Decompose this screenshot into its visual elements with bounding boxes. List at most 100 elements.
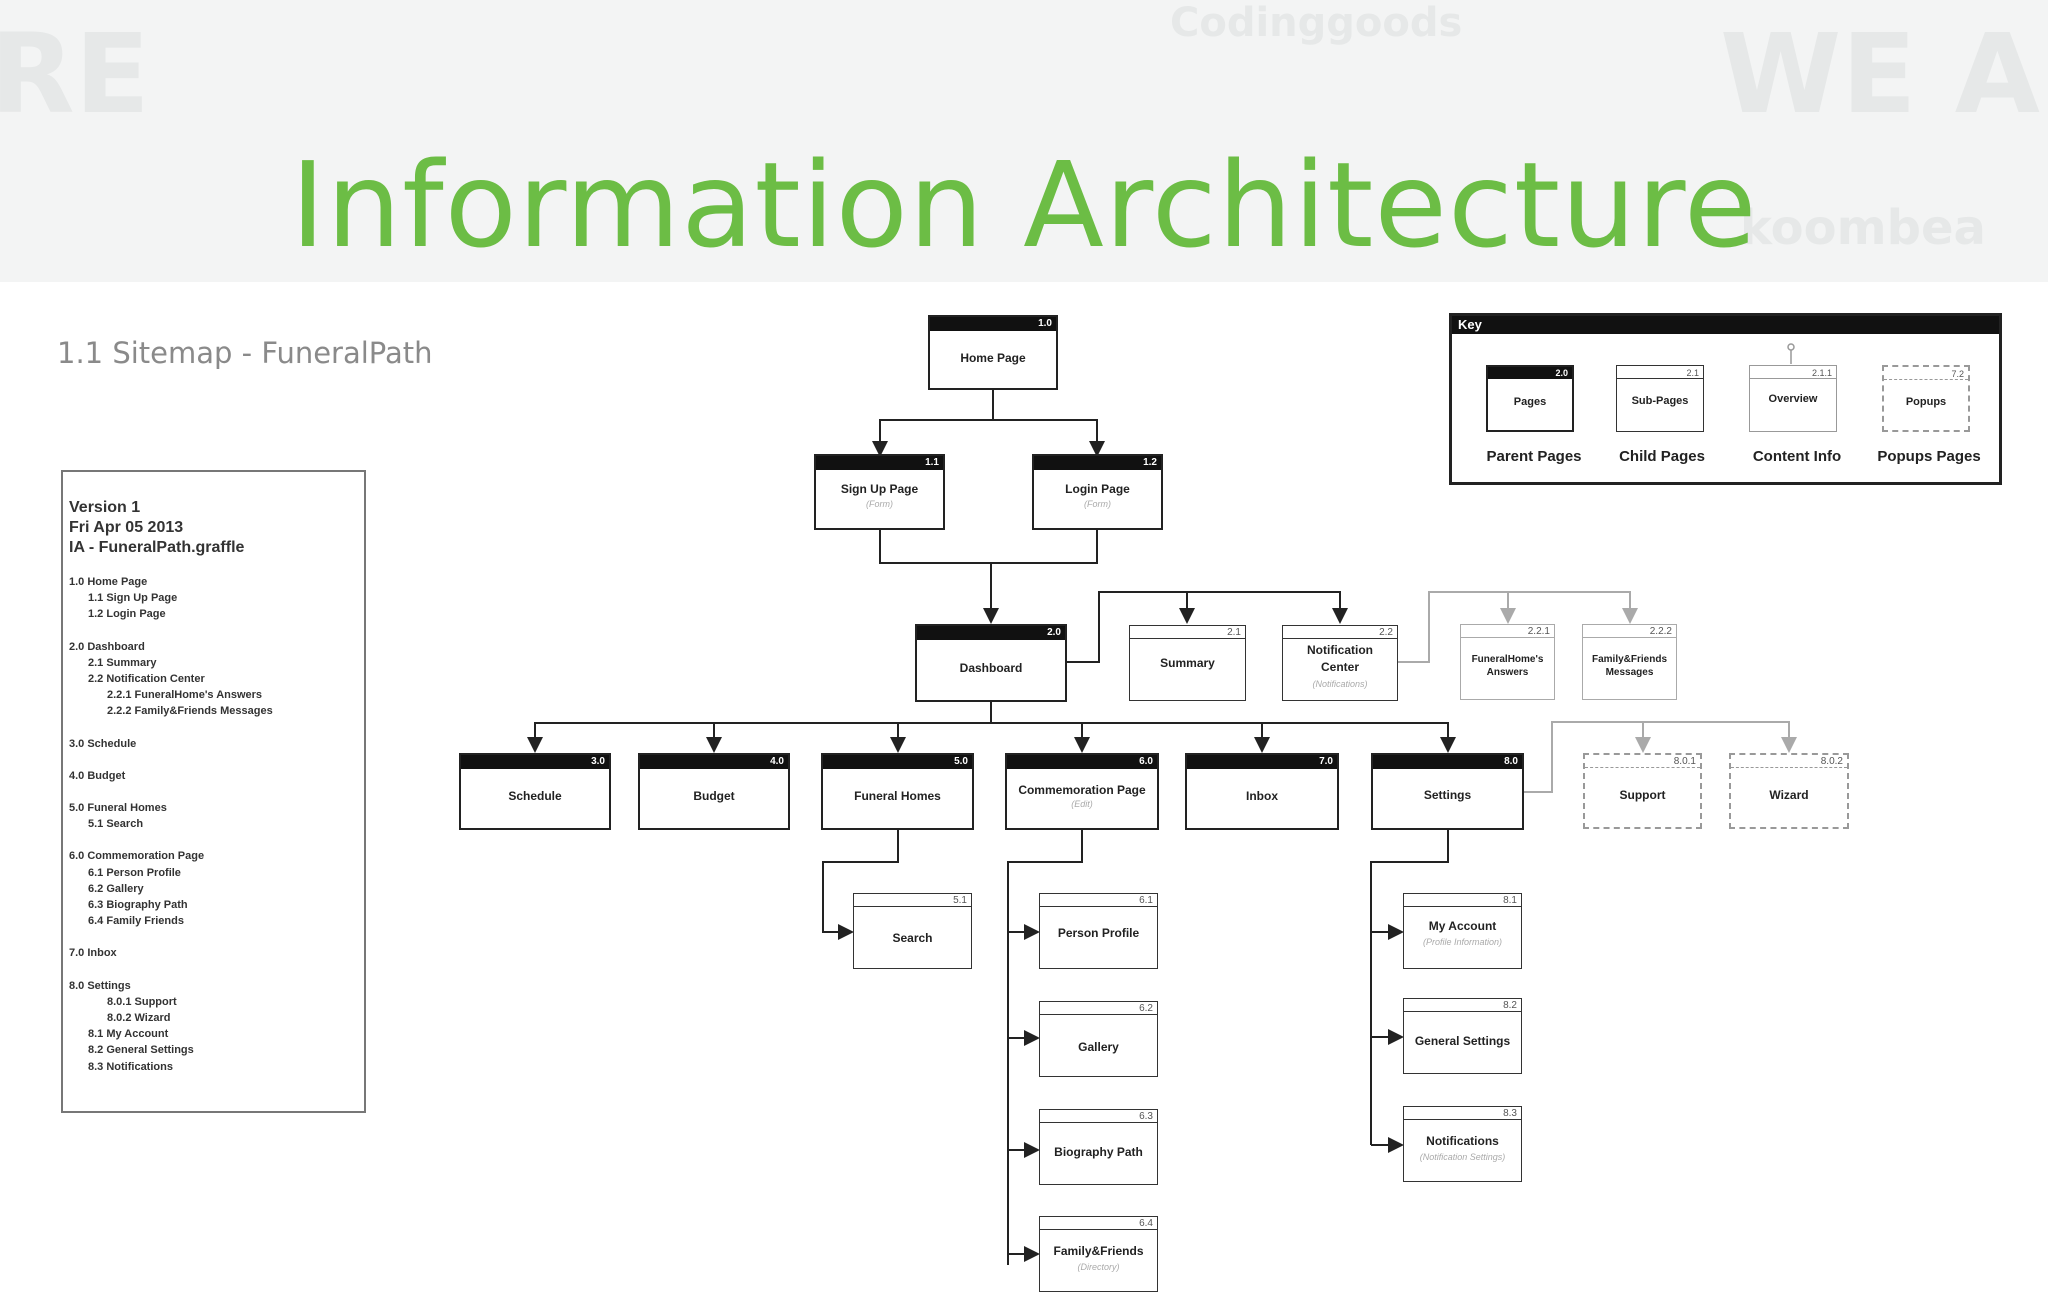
node-label: Funeral Homes: [854, 789, 941, 803]
version-date: Fri Apr 05 2013: [69, 519, 184, 536]
key-swatch-overview: 2.1.1 Overview: [1749, 365, 1837, 432]
node-label: Person Profile: [1057, 926, 1140, 940]
node-number: 2.2: [1379, 627, 1393, 638]
node-note: (Notifications): [1312, 679, 1368, 689]
node-number: 6.4: [1139, 1218, 1153, 1229]
node-label: Commemoration Page: [1018, 783, 1146, 797]
key-legend: Key 2.0 Pages 2.1 Sub-Pages 2.1.1 Overvi…: [1449, 313, 2002, 485]
node-funeralhome-answers: 2.2.1 FuneralHome's Answers: [1460, 624, 1555, 700]
outline-item: 2.1 Summary: [88, 656, 157, 669]
node-person-profile: 6.1 Person Profile: [1039, 893, 1158, 969]
outline-item: 2.0 Dashboard: [69, 640, 145, 653]
outline-item: 5.0 Funeral Homes: [69, 802, 167, 814]
outline-item: 5.1 Search: [88, 818, 144, 831]
node-commemoration-page: 6.0 Commemoration Page (Edit): [1005, 753, 1159, 830]
node-label: Login Page: [1065, 482, 1130, 496]
node-number: 6.3: [1139, 1111, 1153, 1122]
outline-item: 1.0 Home Page: [69, 576, 148, 588]
node-label: Budget: [693, 789, 735, 803]
node-dashboard: 2.0 Dashboard: [915, 624, 1067, 702]
key-swatch-popups: 7.2 Popups: [1882, 365, 1970, 432]
node-number: 1.0: [1038, 318, 1052, 329]
outline-item: 1.1 Sign Up Page: [88, 592, 178, 605]
node-number: 6.0: [1139, 756, 1153, 767]
node-family-friends: 6.4 Family&Friends (Directory): [1039, 1216, 1158, 1292]
outline-item: 3.0 Schedule: [69, 737, 137, 750]
version-filename: IA - FuneralPath.graffle: [69, 539, 245, 556]
node-label: Dashboard: [959, 661, 1023, 675]
node-label: Schedule: [508, 789, 562, 803]
node-number: 8.2: [1503, 1000, 1517, 1011]
node-label: Settings: [1423, 788, 1472, 802]
node-note: (Form): [1084, 499, 1111, 509]
outline-item: 2.2.2 Family&Friends Messages: [107, 705, 273, 718]
node-note: (Notification Settings): [1419, 1152, 1506, 1162]
outline-item: 2.2 Notification Center: [88, 673, 205, 685]
node-number: 8.1: [1503, 895, 1517, 906]
node-number: 2.1: [1227, 627, 1241, 638]
node-label: Biography Path: [1054, 1145, 1143, 1159]
version-header: Version 1 Fri Apr 05 2013 IA - FuneralPa…: [69, 498, 244, 558]
outline-item: 6.2 Gallery: [88, 882, 144, 895]
node-search: 5.1 Search: [853, 893, 972, 969]
node-label: Family&Friends: [1053, 1244, 1144, 1258]
key-box-label: Pages: [1513, 396, 1547, 408]
node-wizard: 8.0.2 Wizard: [1729, 753, 1849, 829]
node-number: 6.1: [1139, 895, 1153, 906]
key-caption-child: Child Pages: [1619, 448, 1705, 465]
background-decoration: RE: [0, 10, 150, 138]
node-family-friends-messages: 2.2.2 Family&Friends Messages: [1582, 624, 1677, 700]
node-number: 4.0: [770, 756, 784, 767]
node-number: 2.0: [1047, 627, 1061, 638]
background-decoration: Codinggoods: [1170, 0, 1463, 46]
background-decoration: koombea: [1740, 200, 1986, 256]
node-number: 2.2.1: [1527, 626, 1550, 637]
outline-item: 4.0 Budget: [69, 769, 126, 782]
node-label: Sign Up Page: [840, 482, 919, 496]
node-general-settings: 8.2 General Settings: [1403, 998, 1522, 1074]
outline-item: 6.4 Family Friends: [88, 915, 184, 928]
node-biography-path: 6.3 Biography Path: [1039, 1109, 1158, 1185]
node-support: 8.0.1 Support: [1583, 753, 1702, 829]
key-caption-parent: Parent Pages: [1486, 448, 1582, 465]
node-sign-up-page: 1.1 Sign Up Page (Form): [814, 454, 945, 530]
key-number: 2.1.1: [1811, 368, 1832, 378]
node-number: 1.2: [1143, 457, 1157, 468]
node-label: Wizard: [1769, 788, 1809, 802]
node-number: 6.2: [1139, 1003, 1153, 1014]
node-label: General Settings: [1414, 1034, 1511, 1048]
node-inbox: 7.0 Inbox: [1185, 753, 1339, 830]
key-number: 7.2: [1951, 369, 1964, 379]
outline-item: 8.0.2 Wizard: [107, 1012, 171, 1024]
key-box-label: Popups: [1905, 396, 1947, 408]
node-label: Search: [892, 931, 933, 945]
page-title: Information Architecture: [290, 136, 1758, 275]
background-decoration: WE A: [1720, 10, 2040, 138]
node-login-page: 1.2 Login Page (Form): [1032, 454, 1163, 530]
node-note: (Directory): [1077, 1262, 1120, 1272]
key-box-label: Overview: [1768, 393, 1818, 405]
node-funeral-homes: 5.0 Funeral Homes: [821, 753, 974, 830]
outline-item: 7.0 Inbox: [69, 947, 117, 960]
node-settings: 8.0 Settings: [1371, 753, 1524, 830]
node-note: (Profile Information): [1422, 937, 1503, 947]
node-label: Gallery: [1078, 1040, 1119, 1054]
node-number: 8.0.2: [1820, 756, 1843, 767]
version-outline-panel: [61, 470, 366, 1113]
node-budget: 4.0 Budget: [638, 753, 790, 830]
node-notifications: 8.3 Notifications (Notification Settings…: [1403, 1106, 1522, 1182]
outline-item: 8.3 Notifications: [88, 1060, 173, 1073]
node-number: 1.1: [925, 457, 939, 468]
node-summary: 2.1 Summary: [1129, 625, 1246, 701]
key-number: 2.0: [1555, 368, 1568, 378]
outline-item: 8.0 Settings: [69, 979, 131, 992]
node-label: Home Page: [960, 351, 1026, 365]
node-label: Notifications: [1426, 1134, 1499, 1148]
outline-item: 8.1 My Account: [88, 1028, 169, 1041]
version-line: Version 1: [69, 499, 141, 516]
outline-item: 2.2.1 FuneralHome's Answers: [107, 689, 263, 702]
node-note: (Edit): [1071, 799, 1093, 809]
node-label: Support: [1619, 788, 1666, 802]
key-title: Key: [1458, 317, 1482, 332]
